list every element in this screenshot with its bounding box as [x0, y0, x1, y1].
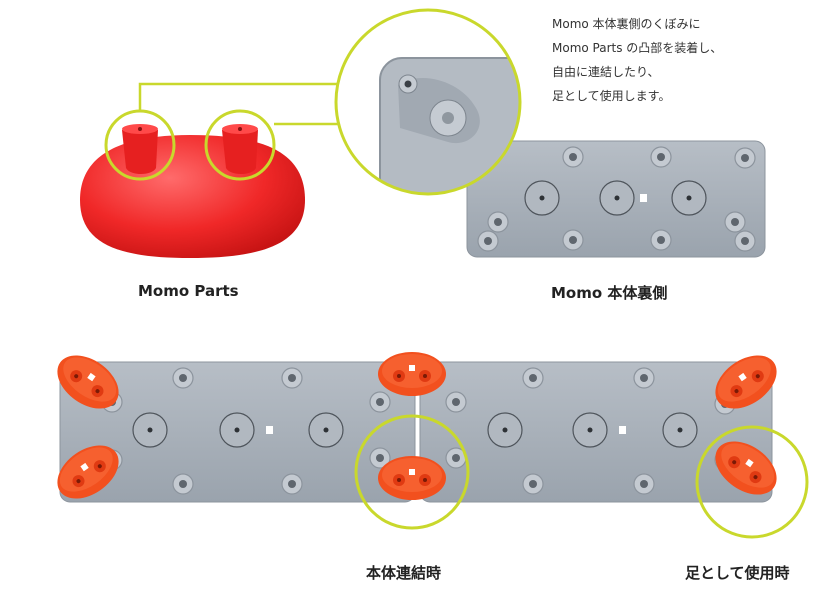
momo-underside-image — [466, 140, 766, 258]
momo-parts-image — [80, 109, 305, 258]
description-line-1: Momo 本体裏側のくぼみに — [552, 17, 701, 31]
highlight-ring-connected — [354, 414, 470, 530]
description-line-2: Momo Parts の凸部を装着し、 — [552, 41, 723, 55]
description-line-3: 自由に連結したり、 — [552, 65, 660, 79]
connector-line-top — [138, 82, 392, 111]
highlight-ring-right — [204, 109, 276, 181]
description-text: Momo 本体裏側のくぼみに Momo Parts の凸部を装着し、 自由に連結… — [552, 12, 722, 108]
caption-legs: 足として使用時 — [685, 564, 790, 582]
highlight-ring-legs — [695, 425, 809, 539]
caption-momo-parts: Momo Parts — [138, 282, 239, 300]
caption-connected: 本体連結時 — [366, 564, 442, 582]
caption-momo-underside: Momo 本体裏側 — [551, 284, 668, 302]
connected-boards-image — [47, 344, 809, 539]
description-line-4: 足として使用します。 — [552, 89, 671, 103]
